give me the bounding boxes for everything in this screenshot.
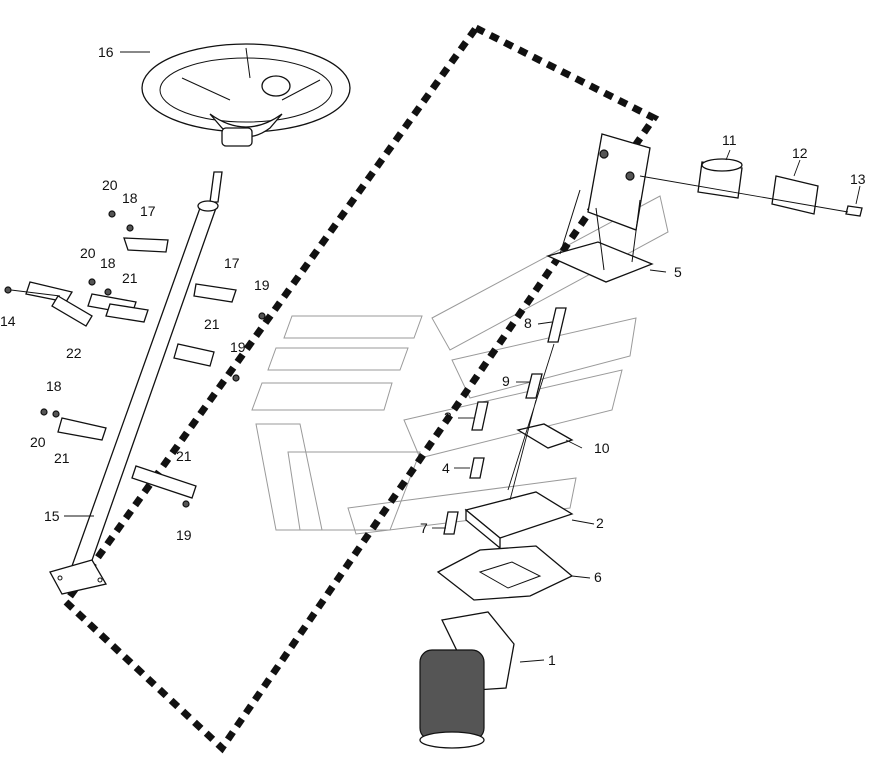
- callout-20c: 20: [30, 434, 46, 450]
- callout-6: 6: [594, 569, 602, 585]
- steering-column-tube: [49, 171, 223, 595]
- callout-5: 5: [674, 264, 682, 280]
- callout-14: 14: [0, 313, 16, 329]
- callout-22: 22: [66, 345, 82, 361]
- callout-18c: 18: [46, 378, 62, 394]
- callout-21c: 21: [54, 450, 70, 466]
- watermark-logo: [251, 195, 669, 535]
- callout-15: 15: [44, 508, 60, 524]
- callout-21d: 21: [176, 448, 192, 464]
- callout-16: 16: [98, 44, 114, 60]
- valve-assembly: [419, 307, 574, 749]
- callout-4: 4: [442, 460, 450, 476]
- callout-2: 2: [596, 515, 604, 531]
- callout-19b: 19: [230, 339, 246, 355]
- callout-20b: 20: [80, 245, 96, 261]
- callout-1: 1: [548, 652, 556, 668]
- callout-13: 13: [850, 171, 866, 187]
- callout-11: 11: [722, 132, 737, 148]
- callout-labels: 1 2 3 4 5 6 7 8 9 10 11 12 13 14 15 16 1…: [0, 44, 866, 668]
- callout-20a: 20: [102, 177, 118, 193]
- callout-7: 7: [420, 520, 428, 536]
- clamp-parts: [639, 158, 863, 217]
- callout-17b: 17: [224, 255, 240, 271]
- callout-10: 10: [594, 440, 610, 456]
- left-brackets: [4, 210, 266, 508]
- dashed-group-outline: [61, 23, 660, 754]
- callout-3: 3: [444, 409, 452, 425]
- steering-wheel: [141, 43, 351, 147]
- callout-leaders: [64, 51, 861, 663]
- callout-12: 12: [792, 145, 808, 161]
- callout-18a: 18: [122, 190, 138, 206]
- callout-19c: 19: [176, 527, 192, 543]
- callout-21a: 21: [122, 270, 138, 286]
- mounting-bracket: [546, 133, 654, 283]
- callout-8: 8: [524, 315, 532, 331]
- callout-21b: 21: [204, 316, 220, 332]
- callout-18b: 18: [100, 255, 116, 271]
- callout-17a: 17: [140, 203, 156, 219]
- callout-19a: 19: [254, 277, 270, 293]
- callout-9: 9: [502, 373, 510, 389]
